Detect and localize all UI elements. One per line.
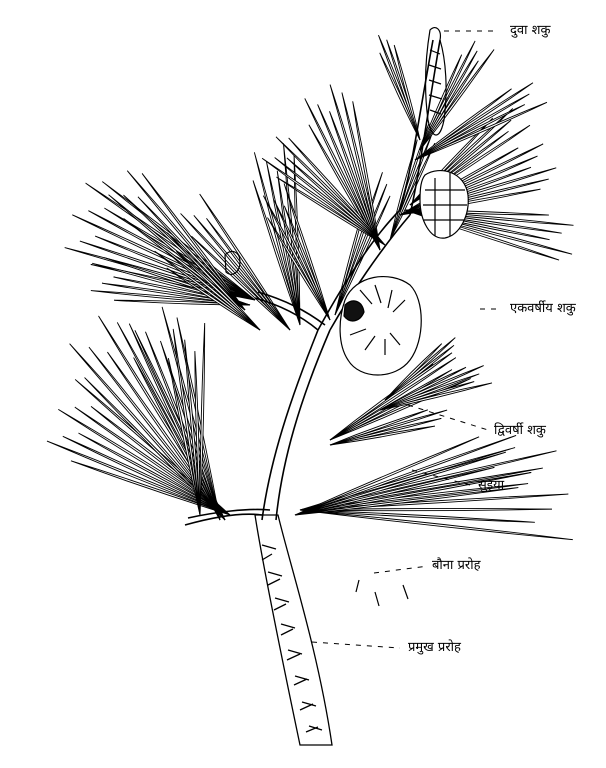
main-shoot-stem — [255, 515, 332, 745]
needle-clusters — [47, 35, 574, 540]
first-year-cone-shape — [340, 277, 421, 375]
label-young-cone: दुवा शकु — [510, 24, 550, 37]
label-second-year-cone: द्विवर्षी शकु — [494, 424, 546, 437]
pine-needle — [300, 510, 573, 540]
pine-needle — [330, 111, 380, 250]
label-needles: सुइया — [478, 479, 504, 492]
label-first-year-cone: एकवर्षीय शकु — [510, 302, 576, 315]
label-dwarf-shoot: बौना प्ररोह — [432, 559, 481, 572]
label-main-shoot: प्रमुख प्ररोह — [408, 641, 461, 654]
pine-needle — [300, 510, 535, 522]
